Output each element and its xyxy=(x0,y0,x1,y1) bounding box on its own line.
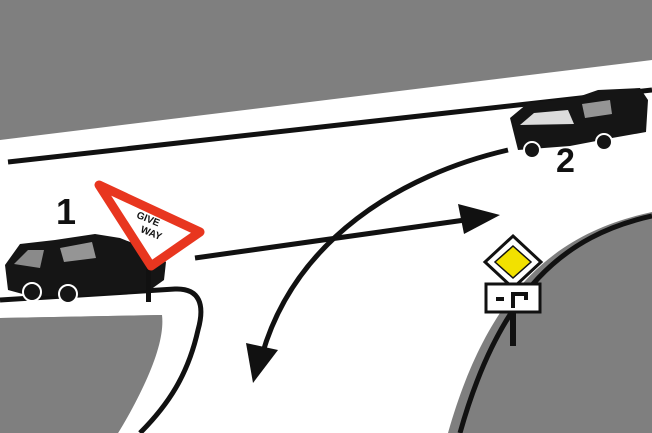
vehicle-2-label: 2 xyxy=(556,142,575,180)
give-way-triangle xyxy=(94,180,205,271)
vehicle-2 xyxy=(510,88,648,159)
left-curb-line xyxy=(0,286,204,433)
priority-sign-diamond xyxy=(493,244,533,280)
priority-road-sign xyxy=(482,233,544,346)
right-curb-line xyxy=(457,213,652,433)
give-way-sign-post xyxy=(146,262,151,302)
vehicle-1 xyxy=(5,234,166,304)
priority-direction-symbol xyxy=(496,292,528,308)
vehicle-1-label: 1 xyxy=(56,191,76,232)
left-corner-island xyxy=(0,315,162,433)
give-way-sign: GIVE WAY xyxy=(94,180,205,302)
turning-path-arrow xyxy=(246,147,509,383)
